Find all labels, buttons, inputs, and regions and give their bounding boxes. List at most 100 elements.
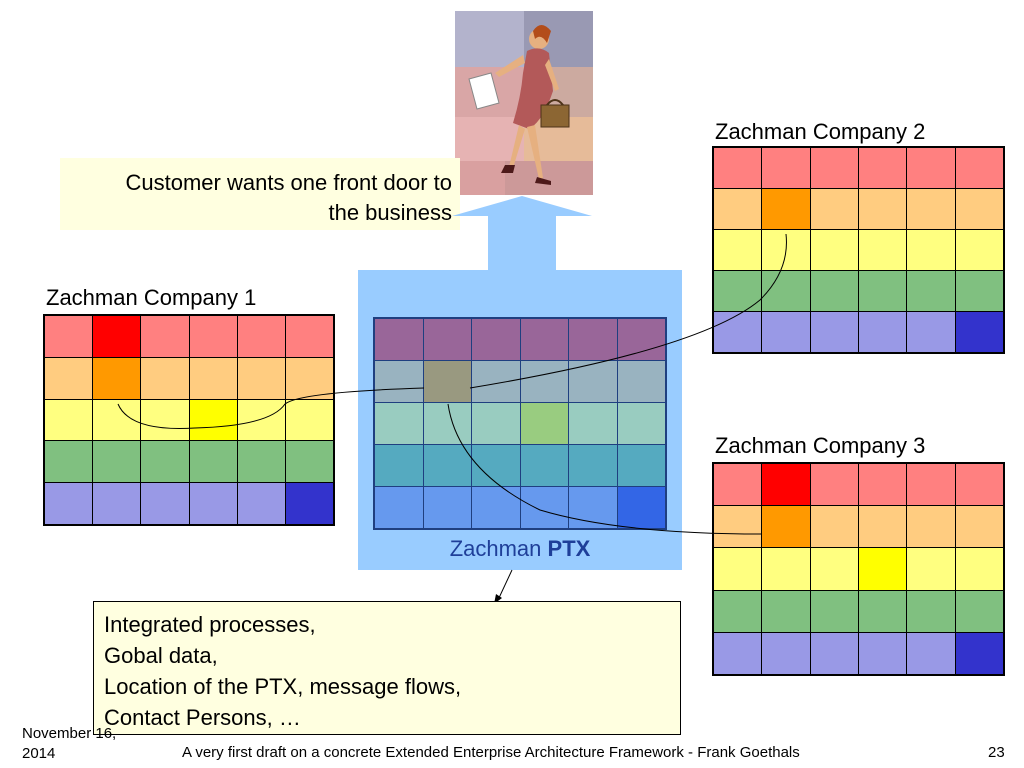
company2-cell-r1-c4: [907, 189, 955, 229]
company2-cell-r0-c3: [858, 148, 907, 188]
info-box: Integrated processes, Gobal data, Locati…: [93, 601, 681, 735]
page-number: 23: [988, 744, 1005, 761]
company3-cell-r0-c2: [810, 464, 858, 506]
ptx-cell-r3-c0: [375, 445, 423, 486]
info-line-3: Location of the PTX, message flows,: [104, 674, 462, 699]
company3-cell-r4-c2: [810, 632, 858, 674]
company3-matrix: [712, 462, 1005, 676]
company2-matrix: [712, 146, 1005, 354]
info-line-1: Integrated processes,: [104, 612, 316, 637]
company2-cell-r2-c5: [955, 230, 1003, 270]
company2-cell-r2-c3: [858, 230, 907, 270]
company2-cell-r4-c0: [714, 312, 762, 352]
company1-cell-r0-c5: [285, 316, 333, 357]
company3-cell-r2-c0: [714, 548, 762, 590]
company2-cell-r4-c5: [955, 312, 1003, 352]
company1-cell-r0-c4: [237, 316, 285, 357]
company3-cell-r3-c3: [858, 590, 907, 632]
company3-cell-r4-c3: [858, 632, 907, 674]
ptx-cell-r0-c2: [472, 319, 520, 360]
company3-cell-r4-c4: [907, 632, 955, 674]
ptx-cell-r2-c1: [423, 403, 471, 444]
ptx-caption-prefix: Zachman: [449, 536, 548, 561]
footer-title: A very first draft on a concrete Extende…: [182, 744, 800, 761]
company1-cell-r1-c2: [141, 357, 189, 399]
company2-cell-r4-c3: [858, 312, 907, 352]
company1-cell-r0-c3: [189, 316, 237, 357]
company2-cell-r4-c2: [810, 312, 858, 352]
company2-cell-r2-c2: [810, 230, 858, 270]
company2-cell-r0-c1: [762, 148, 810, 188]
company2-cell-r0-c0: [714, 148, 762, 188]
ptx-cell-r3-c1: [423, 445, 471, 486]
company2-cell-r4-c1: [762, 312, 810, 352]
company2-cell-r3-c3: [858, 271, 907, 311]
ptx-cell-r1-c2: [472, 361, 520, 402]
company1-cell-r2-c5: [285, 399, 333, 441]
company3-cell-r3-c5: [955, 590, 1003, 632]
company1-cell-r2-c3: [189, 399, 237, 441]
company2-cell-r3-c2: [810, 271, 858, 311]
ptx-cell-r1-c3: [520, 361, 568, 402]
company3-cell-r2-c4: [907, 548, 955, 590]
ptx-cell-r3-c4: [569, 445, 617, 486]
company2-cell-r1-c0: [714, 189, 762, 229]
company2-cell-r0-c5: [955, 148, 1003, 188]
company1-cell-r1-c4: [237, 357, 285, 399]
company3-cell-r1-c3: [858, 506, 907, 548]
ptx-cell-r0-c4: [569, 319, 617, 360]
company2-cell-r4-c4: [907, 312, 955, 352]
company1-cell-r3-c5: [285, 441, 333, 483]
company1-cell-r2-c0: [45, 399, 93, 441]
ptx-cell-r3-c5: [617, 445, 665, 486]
company1-cell-r4-c1: [93, 483, 141, 524]
company3-cell-r0-c1: [762, 464, 810, 506]
company1-cell-r4-c2: [141, 483, 189, 524]
customer-note-text: Customer wants one front door to the bus…: [126, 168, 453, 228]
ptx-cell-r0-c3: [520, 319, 568, 360]
up-arrow: [452, 196, 592, 272]
ptx-cell-r2-c0: [375, 403, 423, 444]
ptx-cell-r4-c3: [520, 487, 568, 528]
ptx-cell-r0-c0: [375, 319, 423, 360]
businesswoman-image: [455, 11, 593, 195]
footer-date: November 16, 2014: [22, 724, 116, 764]
company2-cell-r3-c5: [955, 271, 1003, 311]
company1-cell-r3-c0: [45, 441, 93, 483]
company3-cell-r0-c5: [955, 464, 1003, 506]
company2-cell-r1-c1: [762, 189, 810, 229]
ptx-matrix: [373, 317, 667, 530]
company3-cell-r4-c5: [955, 632, 1003, 674]
company2-cell-r1-c2: [810, 189, 858, 229]
customer-note-line2: the business: [328, 200, 452, 225]
company2-cell-r2-c4: [907, 230, 955, 270]
customer-note: Customer wants one front door to the bus…: [60, 158, 460, 230]
company3-cell-r4-c0: [714, 632, 762, 674]
company3-cell-r0-c3: [858, 464, 907, 506]
company1-cell-r4-c4: [237, 483, 285, 524]
company1-cell-r3-c2: [141, 441, 189, 483]
ptx-cell-r0-c5: [617, 319, 665, 360]
footer-date-line2: 2014: [22, 745, 56, 762]
company3-cell-r3-c0: [714, 590, 762, 632]
ptx-cell-r2-c5: [617, 403, 665, 444]
company2-cell-r1-c5: [955, 189, 1003, 229]
company1-cell-r3-c1: [93, 441, 141, 483]
company3-cell-r1-c4: [907, 506, 955, 548]
info-line-4: Contact Persons, …: [104, 705, 301, 730]
company1-cell-r1-c5: [285, 357, 333, 399]
company1-cell-r1-c1: [93, 357, 141, 399]
company2-title: Zachman Company 2: [715, 119, 926, 144]
ptx-caption: Zachman PTX: [358, 536, 682, 562]
connector-info: [497, 569, 513, 601]
company1-cell-r3-c4: [237, 441, 285, 483]
company3-cell-r3-c1: [762, 590, 810, 632]
company2-cell-r2-c0: [714, 230, 762, 270]
company2-cell-r1-c3: [858, 189, 907, 229]
company3-cell-r1-c5: [955, 506, 1003, 548]
company1-cell-r4-c0: [45, 483, 93, 524]
ptx-caption-bold: PTX: [547, 536, 591, 561]
company1-matrix: [43, 314, 335, 526]
company1-cell-r4-c5: [285, 483, 333, 524]
ptx-cell-r4-c4: [569, 487, 617, 528]
